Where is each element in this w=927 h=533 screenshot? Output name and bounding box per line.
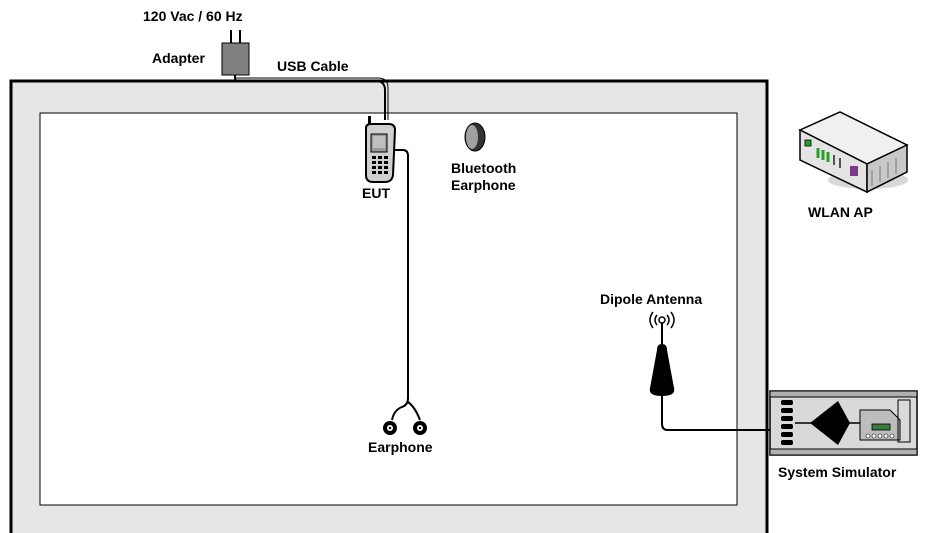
earphone-cable-branch [407, 401, 421, 421]
power-adapter-icon [221, 30, 250, 76]
wired-earphone-icon [383, 421, 427, 435]
usb-cable-line [234, 75, 386, 120]
rack-instrument-icon [769, 390, 918, 456]
bluetooth-earphone-icon [464, 122, 486, 152]
earphone-cable-line [391, 149, 409, 421]
antenna-cable-line [661, 396, 790, 431]
usb-cable-line-shadow [235, 77, 389, 120]
system-simulator-label: System Simulator [778, 464, 897, 480]
earphone-label: Earphone [368, 439, 433, 455]
power-label: 120 Vac / 60 Hz [143, 8, 243, 24]
wireless-router-icon [798, 111, 909, 194]
dipole-antenna-label: Dipole Antenna [600, 291, 702, 307]
mobile-phone-icon [365, 116, 397, 183]
bt-earphone-label-line2: Earphone [451, 177, 516, 193]
eut-label: EUT [362, 185, 390, 201]
dipole-antenna-icon [649, 311, 675, 396]
adapter-label: Adapter [152, 50, 205, 66]
bt-earphone-label-line1: Bluetooth [451, 160, 516, 176]
usb-cable-label: USB Cable [277, 58, 349, 74]
wlan-ap-label: WLAN AP [808, 204, 873, 220]
